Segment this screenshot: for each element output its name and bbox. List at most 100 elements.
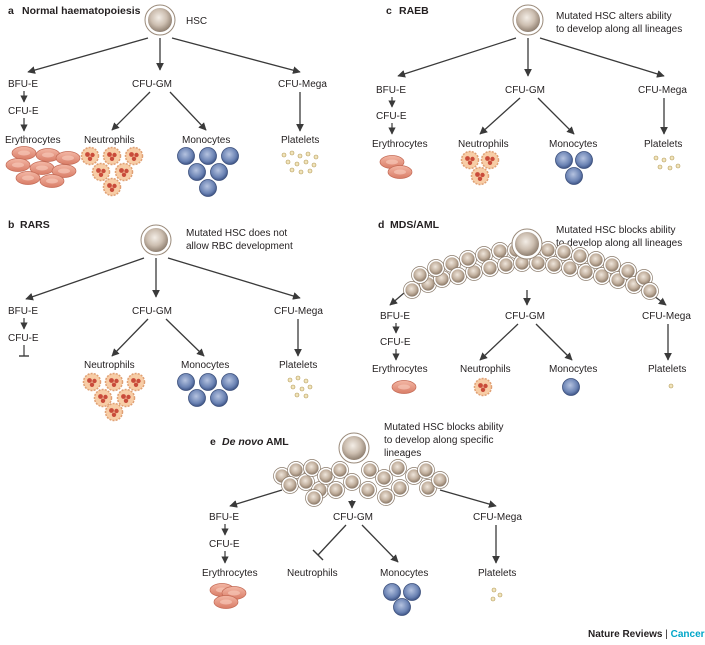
panel-e-block-neu-bar xyxy=(312,549,324,561)
panel-e-ery-label: Erythrocytes xyxy=(202,568,258,579)
panel-e-title-rest: AML xyxy=(263,436,289,448)
panel-b-monocyte-cluster xyxy=(177,373,239,407)
panel-b-bfu-label: BFU-E xyxy=(8,306,38,317)
panel-b-platelet-cluster xyxy=(287,375,313,399)
panel-e-mono-label: Monocytes xyxy=(380,568,428,579)
panel-a-cfue-label: CFU-E xyxy=(8,106,39,117)
panel-b-rars: b RARS Mutated HSC does not allow RBC de… xyxy=(8,219,323,422)
panel-e-hsc-cell xyxy=(338,432,370,464)
panel-a-hsc-cell xyxy=(144,4,176,36)
panel-a-mega-label: CFU-Mega xyxy=(278,79,327,90)
panel-b-arrow-bfu xyxy=(25,257,145,301)
journal-name: Nature Reviews xyxy=(588,629,663,640)
panel-d-plt-label: Platelets xyxy=(648,364,686,375)
panel-c-hsc-cell xyxy=(512,4,544,36)
panel-e-gm-label: CFU-GM xyxy=(333,512,373,523)
panel-b-letter: b xyxy=(8,219,14,231)
panel-b-note-line2: allow RBC development xyxy=(186,241,293,252)
journal-section: Cancer xyxy=(671,629,705,640)
panel-c-neu-label: Neutrophils xyxy=(458,139,509,150)
panel-c-title: RAEB xyxy=(399,5,429,17)
panel-e-note-line1: Mutated HSC blocks ability xyxy=(384,422,504,433)
panel-d-ery-label: Erythrocytes xyxy=(372,364,428,375)
panel-d-arrow-neu xyxy=(479,323,519,361)
panel-d-platelet xyxy=(668,383,674,389)
panel-d-erythrocyte xyxy=(391,380,417,394)
panel-a-hsc-label: HSC xyxy=(186,16,207,27)
panel-d-mds-aml: d MDS/AML Mutated HSC blocks ability to … xyxy=(372,219,691,397)
panel-b-title: RARS xyxy=(20,219,50,231)
panel-b-mega-label: CFU-Mega xyxy=(274,306,323,317)
panel-a-plt-label: Platelets xyxy=(281,135,319,146)
panel-c-arrow-mono xyxy=(537,97,575,135)
panel-d-note-line2: to develop along all lineages xyxy=(556,238,682,249)
panel-b-gm-label: CFU-GM xyxy=(132,306,172,317)
panel-c-raeb: c RAEB Mutated HSC alters ability to dev… xyxy=(372,4,687,186)
journal-credit: Nature Reviews | Cancer xyxy=(588,629,705,640)
panel-e-mega-label: CFU-Mega xyxy=(473,512,522,523)
panel-a-platelet-cluster xyxy=(281,150,319,175)
panel-c-plt-label: Platelets xyxy=(644,139,682,150)
panel-c-arrow-neu xyxy=(479,97,521,135)
panel-b-cfue-label: CFU-E xyxy=(8,333,39,344)
panel-e-plt-label: Platelets xyxy=(478,568,516,579)
panel-a-letter: a xyxy=(8,5,14,17)
panel-a-normal-haematopoiesis: a Normal haematopoiesis HSC BFU-E CFU-E … xyxy=(5,4,327,197)
panel-b-note-line1: Mutated HSC does not xyxy=(186,228,287,239)
panel-c-mono-label: Monocytes xyxy=(549,139,597,150)
panel-c-neutrophil-cluster xyxy=(460,150,500,186)
panel-b-arrow-mega xyxy=(167,257,301,300)
panel-e-monocyte-cluster xyxy=(383,583,421,616)
panel-e-cfue-label: CFU-E xyxy=(209,539,240,550)
panel-e-block-neu-stem xyxy=(317,524,347,556)
panel-e-blast-cluster xyxy=(273,459,449,507)
panel-c-cfue-label: CFU-E xyxy=(376,111,407,122)
panel-d-neu-label: Neutrophils xyxy=(460,364,511,375)
panel-b-neu-label: Neutrophils xyxy=(84,360,135,371)
panel-c-note-line2: to develop along all lineages xyxy=(556,24,682,35)
panel-e-title-italic: De novo xyxy=(222,436,264,448)
panel-b-hsc-cell xyxy=(140,224,172,256)
panel-e-platelet-cluster xyxy=(490,587,503,602)
panel-e-arrow-mega xyxy=(439,489,497,508)
panel-a-arrow-mega xyxy=(171,37,301,74)
panel-a-title: Normal haematopoiesis xyxy=(22,5,141,17)
panel-b-neutrophil-cluster xyxy=(82,372,146,422)
panel-a-erythrocyte-cluster xyxy=(5,146,81,188)
panel-c-arrow-bfu xyxy=(397,37,517,78)
panel-c-letter: c xyxy=(386,5,392,17)
panel-d-cfue-label: CFU-E xyxy=(380,337,411,348)
panel-c-erythrocyte-cluster xyxy=(379,155,413,179)
panel-e-arrow-bfu xyxy=(229,489,283,508)
panel-a-ery-label: Erythrocytes xyxy=(5,135,61,146)
panel-e-title: De novo AML xyxy=(222,436,289,448)
panel-c-mega-label: CFU-Mega xyxy=(638,85,687,96)
panel-d-mono-label: Monocytes xyxy=(549,364,597,375)
panel-e-note-line2: to develop along specific xyxy=(384,435,494,446)
panel-d-neutrophil xyxy=(473,377,493,397)
panel-e-bfu-label: BFU-E xyxy=(209,512,239,523)
panel-b-plt-label: Platelets xyxy=(279,360,317,371)
panel-a-gm-label: CFU-GM xyxy=(132,79,172,90)
panel-c-monocyte-cluster xyxy=(555,151,593,185)
panel-c-gm-label: CFU-GM xyxy=(505,85,545,96)
panel-e-de-novo-aml: e De novo AML Mutated HSC blocks ability… xyxy=(202,422,522,616)
panel-a-monocyte-cluster xyxy=(177,147,239,197)
panel-e-neu-label: Neutrophils xyxy=(287,568,338,579)
panel-d-letter: d xyxy=(378,219,384,231)
panel-e-note-line3: lineages xyxy=(384,448,421,459)
panel-d-monocyte xyxy=(562,378,580,396)
panel-d-gm-label: CFU-GM xyxy=(505,311,545,322)
panel-d-arrow-mono xyxy=(535,323,573,361)
panel-e-erythrocyte-cluster xyxy=(209,583,247,609)
panel-a-arrow-neu xyxy=(111,91,151,131)
panel-c-arrow-mega xyxy=(539,37,665,78)
panel-a-arrow-bfu xyxy=(27,37,149,74)
panel-a-neu-label: Neutrophils xyxy=(84,135,135,146)
panel-e-arrow-mono xyxy=(361,524,399,563)
panel-c-ery-label: Erythrocytes xyxy=(372,139,428,150)
panel-c-platelet-cluster xyxy=(653,155,681,171)
panel-e-letter: e xyxy=(210,436,216,448)
panel-b-arrow-mono xyxy=(165,318,205,357)
